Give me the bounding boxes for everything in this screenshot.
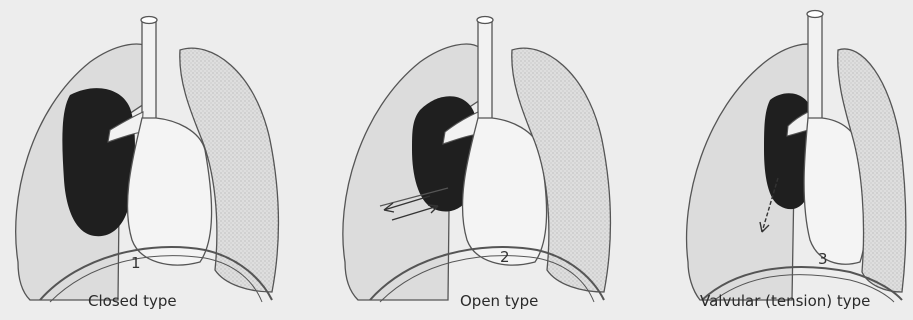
mediastinum — [127, 118, 211, 265]
panel-valvular: 3 — [687, 11, 906, 303]
panel-number: 1 — [131, 254, 141, 272]
trachea-opening — [807, 11, 823, 18]
trachea — [808, 14, 822, 120]
collapsed-lung — [62, 88, 135, 236]
caption-open: Open type — [460, 292, 538, 310]
panel-closed: 1 — [16, 17, 279, 303]
panel-number: 2 — [500, 248, 510, 266]
trachea — [142, 20, 156, 120]
panel-number: 3 — [818, 250, 828, 268]
caption-valvular: Valvular (tension) type — [700, 292, 870, 310]
trachea-opening — [141, 17, 157, 24]
caption-closed: Closed type — [88, 292, 177, 310]
panel-open: 2 — [343, 17, 611, 303]
trachea-opening — [477, 17, 493, 24]
trachea — [478, 20, 492, 120]
